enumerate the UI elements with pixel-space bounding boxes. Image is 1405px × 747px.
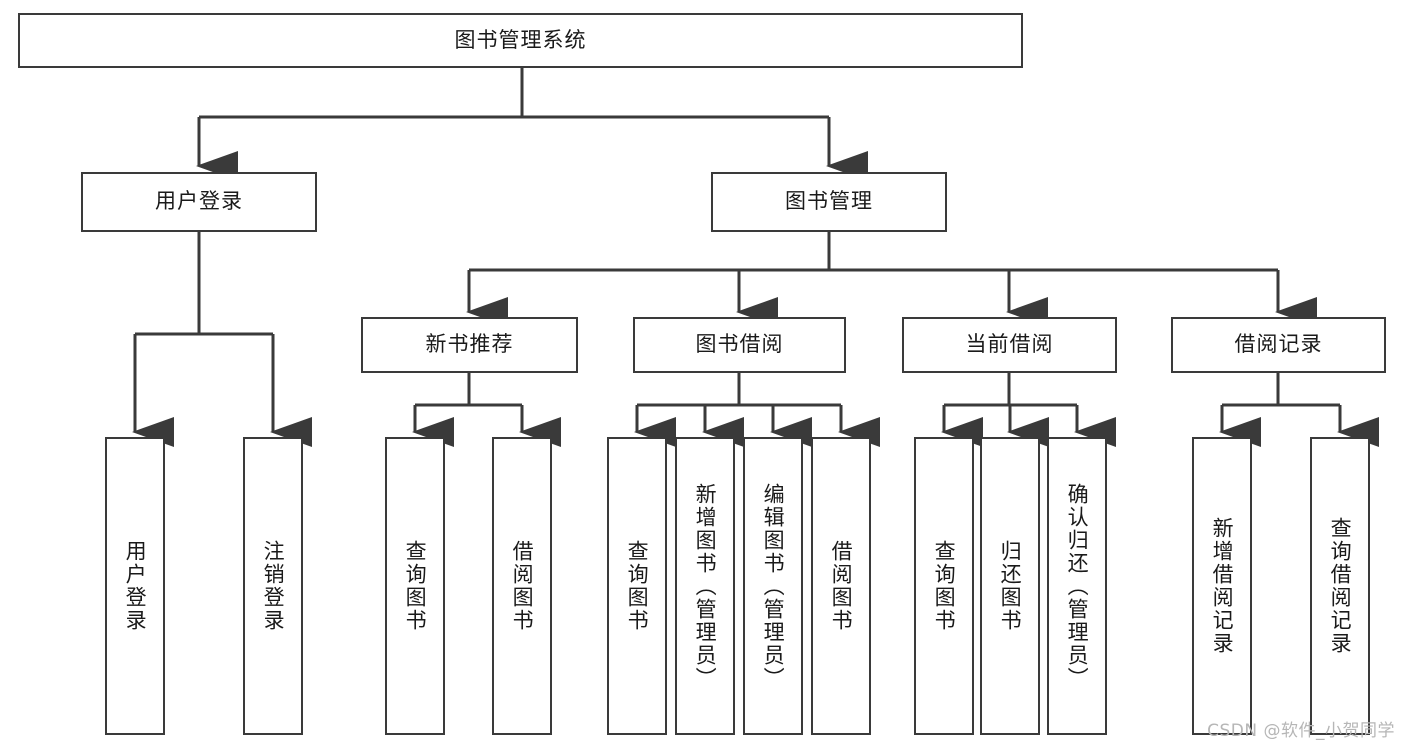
node-leaf-user-login-label: 用户登录 [123, 540, 148, 632]
node-leaf-add-book-label: 新增图书（管理员） [693, 482, 718, 690]
node-user-login[interactable]: 用户登录 [81, 172, 317, 232]
node-leaf-add-record[interactable]: 新增借阅记录 [1192, 437, 1252, 735]
node-user-login-label: 用户登录 [155, 189, 243, 214]
node-leaf-add-book[interactable]: 新增图书（管理员） [675, 437, 735, 735]
node-leaf-query-book-2-label: 查询图书 [625, 540, 650, 632]
node-leaf-query-book-1[interactable]: 查询图书 [385, 437, 445, 735]
node-borrow-record[interactable]: 借阅记录 [1171, 317, 1386, 373]
node-leaf-query-book-1-label: 查询图书 [403, 540, 428, 632]
node-new-book-recommend[interactable]: 新书推荐 [361, 317, 578, 373]
node-book-borrow[interactable]: 图书借阅 [633, 317, 846, 373]
node-leaf-borrow-book-2-label: 借阅图书 [829, 540, 854, 632]
node-leaf-logout-login[interactable]: 注销登录 [243, 437, 303, 735]
node-root[interactable]: 图书管理系统 [18, 13, 1023, 68]
node-book-management[interactable]: 图书管理 [711, 172, 947, 232]
node-leaf-query-book-3-label: 查询图书 [932, 540, 957, 632]
node-book-management-label: 图书管理 [785, 189, 873, 214]
node-leaf-borrow-book-1[interactable]: 借阅图书 [492, 437, 552, 735]
node-new-book-recommend-label: 新书推荐 [425, 332, 514, 357]
node-leaf-edit-book[interactable]: 编辑图书（管理员） [743, 437, 803, 735]
node-leaf-query-record[interactable]: 查询借阅记录 [1310, 437, 1370, 735]
node-leaf-logout-login-label: 注销登录 [261, 540, 286, 632]
node-leaf-confirm-return[interactable]: 确认归还（管理员） [1047, 437, 1107, 735]
node-leaf-return-book-label: 归还图书 [998, 540, 1023, 632]
node-leaf-borrow-book-1-label: 借阅图书 [510, 540, 535, 632]
node-book-borrow-label: 图书借阅 [695, 332, 784, 357]
node-leaf-query-record-label: 查询借阅记录 [1328, 517, 1353, 655]
node-current-borrow-label: 当前借阅 [965, 332, 1054, 357]
node-leaf-edit-book-label: 编辑图书（管理员） [761, 482, 786, 690]
node-leaf-user-login[interactable]: 用户登录 [105, 437, 165, 735]
node-leaf-query-book-3[interactable]: 查询图书 [914, 437, 974, 735]
csdn-watermark: CSDN @软件_小贺同学 [1207, 721, 1395, 741]
node-leaf-borrow-book-2[interactable]: 借阅图书 [811, 437, 871, 735]
node-leaf-add-record-label: 新增借阅记录 [1210, 517, 1235, 655]
node-leaf-query-book-2[interactable]: 查询图书 [607, 437, 667, 735]
node-root-label: 图书管理系统 [454, 27, 587, 52]
node-leaf-return-book[interactable]: 归还图书 [980, 437, 1040, 735]
node-borrow-record-label: 借阅记录 [1234, 332, 1323, 357]
node-leaf-confirm-return-label: 确认归还（管理员） [1065, 482, 1090, 690]
node-current-borrow[interactable]: 当前借阅 [902, 317, 1117, 373]
